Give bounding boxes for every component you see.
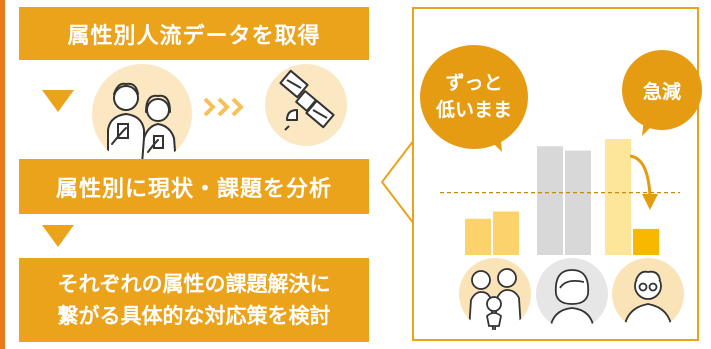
- trend-bar-chart: [440, 139, 680, 255]
- accent-strip: [0, 0, 5, 349]
- down-arrow-icon: [42, 90, 74, 112]
- family-icon: [459, 258, 531, 330]
- bubble-stays-low: ずっと 低いまま: [420, 45, 528, 149]
- bar-woman-0: [537, 146, 563, 255]
- step-plan-measures-line2: 繋がる具体的な対応策を検討: [57, 304, 331, 328]
- step-acquire-data-label: 属性別人流データを取得: [67, 23, 321, 49]
- step-acquire-data: 属性別人流データを取得: [19, 7, 369, 60]
- bubble-tail: [480, 130, 502, 152]
- bar-elderly-0: [605, 139, 631, 255]
- step-analyze-label: 属性別に現状・課題を分析: [55, 176, 332, 202]
- bubble-sharp-drop-label: 急減: [642, 80, 681, 103]
- chevron-arrows-icon: [203, 97, 244, 117]
- satellite-icon: [265, 64, 347, 146]
- bubble-stays-low-line1: ずっと: [445, 72, 503, 94]
- bubble-tail: [642, 118, 660, 136]
- bar-woman-1: [565, 150, 591, 255]
- bar-family-0: [465, 218, 491, 255]
- bubble-stays-low-line2: 低いまま: [435, 99, 512, 121]
- callout-pointer: [380, 139, 415, 225]
- couple-with-phones-icon: [92, 64, 192, 164]
- step-analyze: 属性別に現状・課題を分析: [19, 159, 369, 214]
- woman-icon: [536, 258, 608, 330]
- elderly-man-icon: [612, 258, 684, 330]
- bar-elderly-1: [633, 228, 659, 255]
- bubble-sharp-drop: 急減: [622, 50, 702, 130]
- step-plan-measures: それぞれの属性の課題解決に 繋がる具体的な対応策を検討: [19, 258, 369, 342]
- step-plan-measures-line1: それぞれの属性の課題解決に: [57, 272, 331, 296]
- down-arrow-icon: [42, 225, 74, 247]
- bar-family-1: [493, 211, 519, 255]
- drop-arrow-icon: [629, 154, 658, 210]
